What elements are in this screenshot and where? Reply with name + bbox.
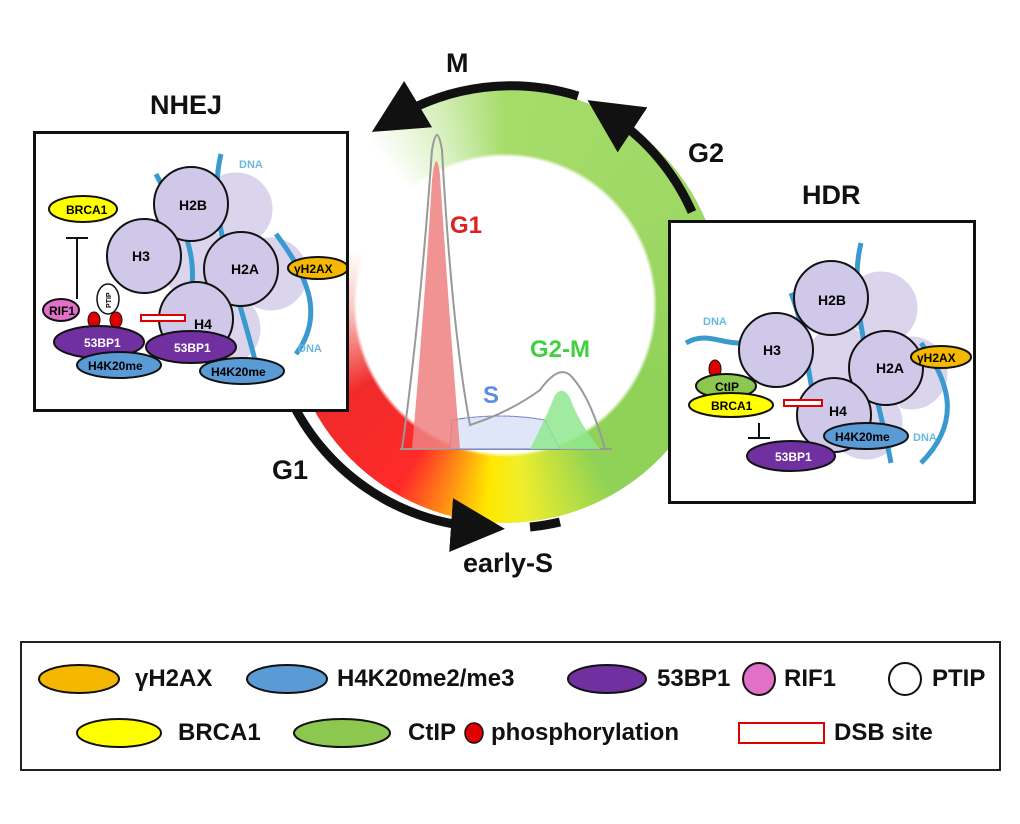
m-arrow	[371, 80, 580, 132]
g1-peak	[412, 161, 460, 449]
legend-label-53bp1: 53BP1	[657, 665, 731, 692]
legend-label-phosphorylation: phosphorylation	[491, 719, 679, 746]
phase-label-g2: G2	[688, 138, 725, 168]
53bp1-label: 53BP1	[174, 341, 211, 355]
legend-label-ptip: PTIP	[932, 665, 986, 692]
legend-swatch-rif1	[742, 662, 776, 696]
hdr-panel: H2B H3 H2A H4 DNA DNA γH2AX CtIP BRCA1 H…	[668, 220, 976, 504]
nhej-nucleosome: H2B H3 H2A H4 DNA DNA BRCA1 γH2AX RIF1 P…	[42, 153, 349, 385]
dna-label: DNA	[703, 316, 727, 328]
early-s-arrow-tail	[529, 517, 562, 532]
legend-swatch-dsb	[738, 722, 825, 744]
cell-cycle-ring	[287, 87, 723, 523]
phase-label-g1: G1	[272, 455, 309, 485]
cycle-arrows	[285, 80, 697, 553]
ptip-label: PTIP	[106, 292, 113, 308]
legend-label-brca1: BRCA1	[178, 719, 261, 746]
histogram-label-g2m: G2-M	[530, 336, 590, 363]
histone-label: H4	[829, 403, 847, 419]
legend-swatch-brca1	[76, 718, 162, 748]
histone-label: H2A	[231, 261, 259, 277]
histone-label: H3	[763, 342, 781, 358]
53bp1-label: 53BP1	[775, 450, 812, 464]
legend-swatches	[38, 662, 922, 748]
histone-label: H3	[132, 248, 150, 264]
legend-swatch-53bp1	[567, 664, 647, 694]
ctip-label: CtIP	[715, 380, 739, 394]
legend-label-dsb: DSB site	[834, 719, 933, 746]
histogram-label-g1: G1	[450, 212, 483, 239]
dna-label: DNA	[913, 432, 937, 444]
legend-label-gh2ax: γH2AX	[135, 665, 213, 692]
histone-label: H4	[194, 316, 212, 332]
brca1-label: BRCA1	[66, 203, 108, 217]
phase-label-m: M	[446, 48, 469, 78]
nhej-title: NHEJ	[150, 90, 223, 120]
histone-label: H2A	[876, 360, 904, 376]
legend-label-ctip: CtIP	[408, 719, 456, 746]
dna-content-histogram	[400, 134, 612, 450]
histone-label: H2B	[179, 197, 207, 213]
phase-label-early-s: early-S	[463, 548, 554, 578]
dsb-site	[140, 314, 186, 322]
h4k20-label: H4K20me	[211, 365, 266, 379]
53bp1-label: 53BP1	[84, 336, 121, 350]
dna-label: DNA	[298, 343, 322, 355]
legend-swatch-h4k20	[246, 664, 328, 694]
legend-swatch-gh2ax	[38, 664, 120, 694]
g2m-peak	[530, 390, 600, 449]
hdr-nucleosome: H2B H3 H2A H4 DNA DNA γH2AX CtIP BRCA1 H…	[684, 242, 972, 472]
dsb-site	[783, 399, 823, 407]
legend-label-rif1: RIF1	[784, 665, 837, 692]
legend: γH2AX H4K20me2/me3 53BP1 RIF1 PTIP BRCA1…	[20, 641, 1001, 771]
legend-label-h4k20: H4K20me2/me3	[337, 665, 515, 692]
dna-label: DNA	[239, 159, 263, 171]
nhej-panel: H2B H3 H2A H4 DNA DNA BRCA1 γH2AX RIF1 P…	[33, 131, 349, 412]
brca1-label: BRCA1	[711, 399, 753, 413]
g2-arrow	[587, 100, 697, 214]
gh2ax-label: γH2AX	[294, 262, 333, 276]
gh2ax-label: γH2AX	[917, 351, 956, 365]
h4k20-label: H4K20me	[835, 430, 890, 444]
g1-arrow	[285, 396, 505, 553]
h4k20-label: H4K20me	[88, 359, 143, 373]
rif1-label: RIF1	[49, 304, 75, 318]
histogram-label-s: S	[483, 382, 500, 409]
hdr-title: HDR	[802, 180, 861, 210]
legend-swatch-phosphorylation	[464, 722, 484, 744]
legend-swatch-ptip	[888, 662, 922, 696]
histone-label: H2B	[818, 292, 846, 308]
legend-swatch-ctip	[293, 718, 391, 748]
